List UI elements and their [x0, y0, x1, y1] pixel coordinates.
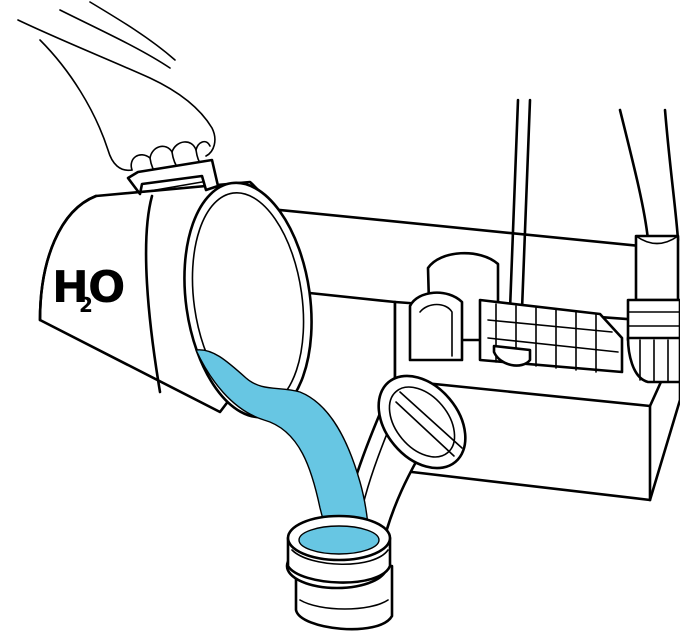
hand-outline	[18, 2, 215, 180]
filter-assembly	[410, 253, 622, 372]
drain-trap	[287, 516, 392, 629]
trap-water-surface	[299, 526, 379, 554]
jug-label-suffix: O	[88, 262, 125, 313]
